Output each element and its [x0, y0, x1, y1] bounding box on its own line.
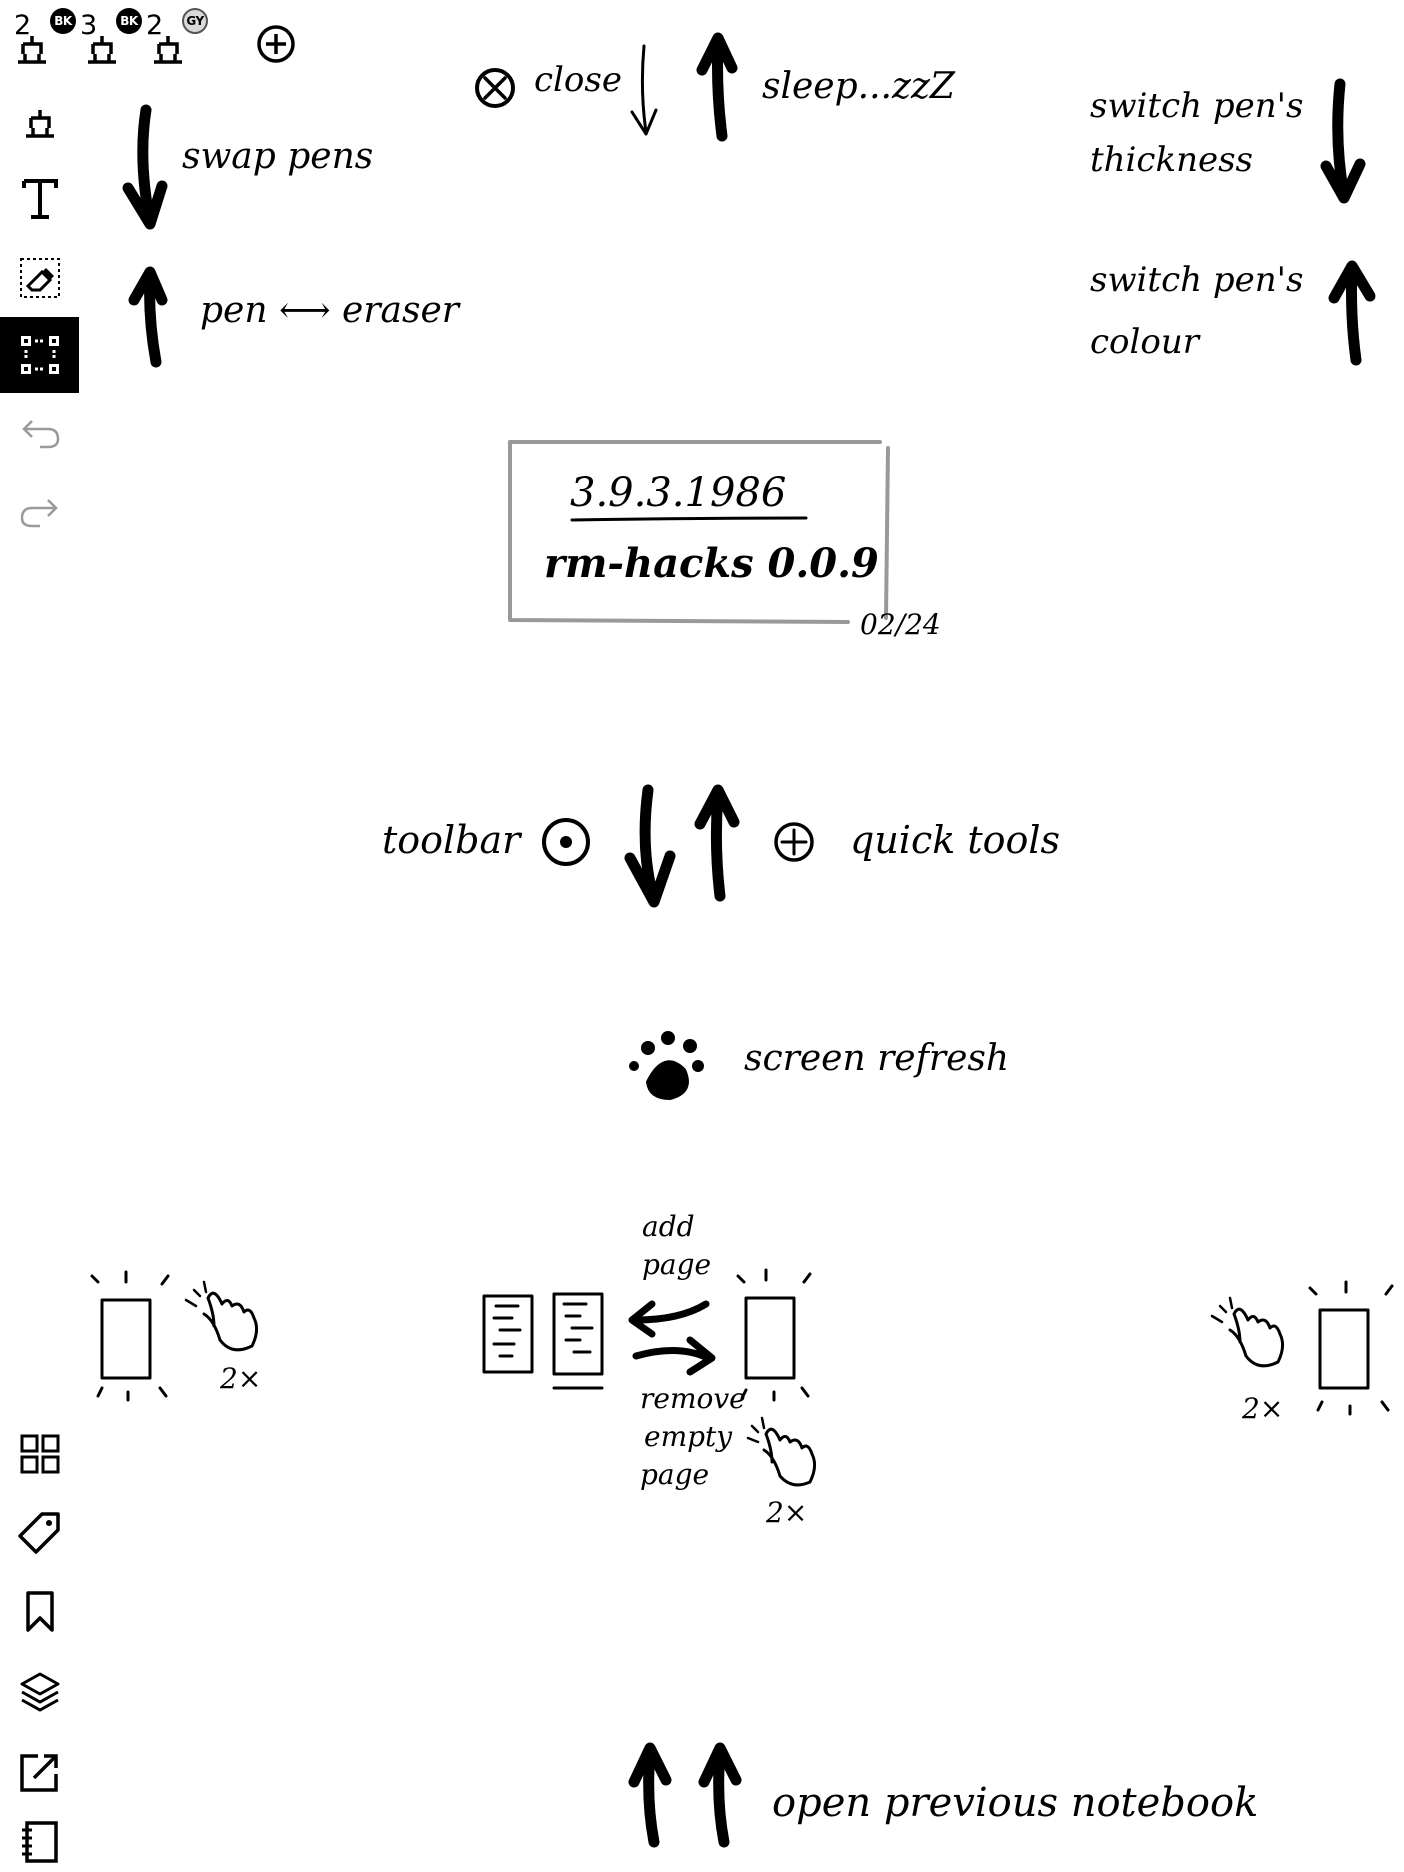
add-pen-button[interactable] — [252, 20, 300, 68]
tap-count-right: 2× — [1242, 1392, 1284, 1425]
hand-tap-icon — [202, 1291, 259, 1352]
remove-page-note-line2: empty — [644, 1420, 733, 1453]
page-icon — [482, 1294, 534, 1374]
redo-icon — [20, 499, 58, 528]
arrow-down-thick — [1320, 78, 1366, 204]
layers-icon — [20, 1672, 59, 1712]
arrow-down-thick — [122, 104, 168, 230]
colour-note-line1: switch pen's — [1090, 260, 1304, 300]
toolbar-circle-icon — [542, 818, 590, 866]
page-overview-icon — [20, 1434, 59, 1474]
pen-preset-1[interactable]: 2 BK — [4, 2, 76, 66]
arrow-up-thick — [628, 1742, 672, 1848]
close-note: close — [534, 60, 622, 100]
page-icon — [744, 1296, 796, 1380]
remove-page-note-line1: remove — [640, 1382, 746, 1415]
page-icon — [1318, 1308, 1370, 1390]
thickness-note-line1: switch pen's — [1090, 86, 1304, 126]
page-icon — [100, 1298, 152, 1380]
pen-color-badge: GY — [182, 8, 208, 34]
text-tool-button[interactable] — [0, 166, 79, 232]
pen-color-badge: BK — [50, 8, 76, 34]
page-overview-button[interactable] — [0, 1422, 79, 1486]
selection-tool-button[interactable] — [0, 317, 79, 393]
selection-icon — [20, 336, 59, 374]
sleep-note: sleep...zzZ — [762, 66, 955, 107]
drawing-canvas[interactable]: close sleep...zzZ swap pens pen ⟷ eraser… — [80, 0, 1404, 1872]
version-release-date: 02/24 — [860, 608, 941, 641]
arrow-up-thick — [1328, 260, 1376, 366]
close-circle-icon — [475, 68, 515, 108]
text-tool-icon — [21, 179, 58, 219]
tap-count-left: 2× — [220, 1362, 262, 1395]
pen-icon — [88, 36, 116, 64]
eraser-tool-button[interactable] — [0, 246, 79, 310]
pen-tool-button[interactable] — [0, 92, 79, 156]
notebook-icon — [21, 1821, 58, 1863]
pen-preset-2[interactable]: 3 BK — [70, 2, 142, 66]
quick-tools-note: quick tools — [850, 818, 1061, 862]
pen-eraser-note: pen ⟷ eraser — [200, 290, 459, 331]
pen-preset-3[interactable]: 2 GY — [136, 2, 208, 66]
eraser-icon — [19, 258, 60, 298]
bookmark-button[interactable] — [0, 1580, 79, 1644]
hand-tap-icon — [1228, 1307, 1285, 1368]
notebook-button[interactable] — [0, 1812, 79, 1872]
pen-preset-count: 2 — [146, 10, 164, 41]
version-box-frame — [508, 440, 890, 624]
paw-icon — [646, 1060, 689, 1100]
arrow-left — [628, 1300, 710, 1338]
bookmark-icon — [25, 1591, 54, 1632]
screen-refresh-note: screen refresh — [744, 1038, 1010, 1079]
add-page-note-line1: add — [642, 1210, 695, 1243]
export-icon — [19, 1754, 58, 1792]
thickness-note-line2: thickness — [1090, 140, 1253, 180]
arrow-up-thick — [128, 266, 168, 368]
toolbar-note: toolbar — [382, 818, 521, 862]
pen-preset-count: 3 — [80, 10, 98, 41]
arrow-up-thick — [696, 32, 738, 142]
undo-button[interactable] — [0, 403, 79, 467]
arrow-up-thick — [698, 1742, 742, 1848]
arrow-down-thick — [624, 784, 676, 908]
add-page-note-line2: page — [642, 1248, 712, 1281]
tag-icon — [17, 1512, 60, 1554]
page-icon — [552, 1292, 604, 1376]
version-text: rm-hacks 0.0.9 — [544, 540, 879, 587]
open-previous-note: open previous notebook — [772, 1780, 1259, 1826]
export-button[interactable] — [0, 1740, 79, 1804]
layers-button[interactable] — [0, 1660, 79, 1724]
swap-pens-note: swap pens — [182, 136, 374, 177]
add-pen-icon — [257, 25, 295, 63]
arrow-up-thick — [694, 784, 740, 902]
colour-note-line2: colour — [1090, 322, 1200, 362]
handwriting-strokes — [90, 32, 1394, 1848]
pen-color-badge: BK — [116, 8, 142, 34]
pen-icon — [18, 36, 46, 64]
pen-icon — [154, 36, 182, 64]
arrow-down-thin — [630, 44, 658, 136]
tag-button[interactable] — [0, 1500, 79, 1564]
undo-icon — [21, 420, 59, 449]
redo-button[interactable] — [0, 482, 79, 546]
tap-count-center: 2× — [766, 1496, 808, 1529]
quick-tools-circle-icon — [774, 822, 814, 862]
pen-icon — [25, 110, 54, 138]
version-date-text: 3.9.3.1986 — [570, 470, 787, 516]
hand-tap-icon — [762, 1427, 817, 1487]
remove-page-note-line3: page — [640, 1458, 710, 1491]
arrow-right — [632, 1336, 716, 1376]
pen-preset-count: 2 — [14, 10, 32, 41]
